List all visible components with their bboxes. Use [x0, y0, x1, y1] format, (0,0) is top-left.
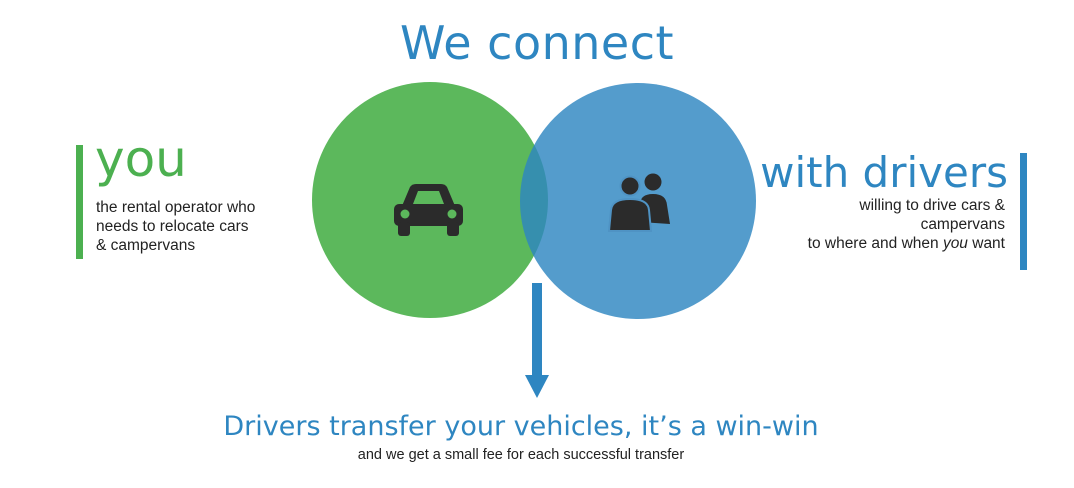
- drivers-description-suffix: want: [967, 235, 1005, 252]
- drivers-description-line: to where and when you want: [745, 234, 1005, 253]
- drivers-description-prefix: to where and when: [807, 235, 943, 252]
- page-title: We connect: [399, 16, 675, 70]
- right-accent-bar: [1020, 153, 1027, 270]
- you-description: the rental operator who needs to relocat…: [96, 198, 296, 255]
- you-description-line: the rental operator who: [96, 199, 256, 216]
- left-accent-bar: [76, 145, 83, 259]
- arrow-down-icon: [525, 283, 549, 398]
- drivers-description-line: willing to drive cars &: [859, 197, 1005, 214]
- drivers-heading: with drivers: [760, 148, 1008, 197]
- you-description-line: needs to relocate cars: [96, 218, 249, 235]
- you-heading: you: [95, 130, 187, 188]
- drivers-description-emphasis: you: [942, 235, 968, 252]
- drivers-description: willing to drive cars & campervans to wh…: [745, 196, 1005, 253]
- drivers-description-line: campervans: [920, 216, 1005, 233]
- car-icon: [394, 184, 463, 236]
- fee-subtext: and we get a small fee for each successf…: [357, 447, 685, 463]
- you-description-line: & campervans: [96, 237, 196, 254]
- win-win-heading: Drivers transfer your vehicles, it’s a w…: [223, 411, 819, 442]
- people-icon: [607, 173, 670, 232]
